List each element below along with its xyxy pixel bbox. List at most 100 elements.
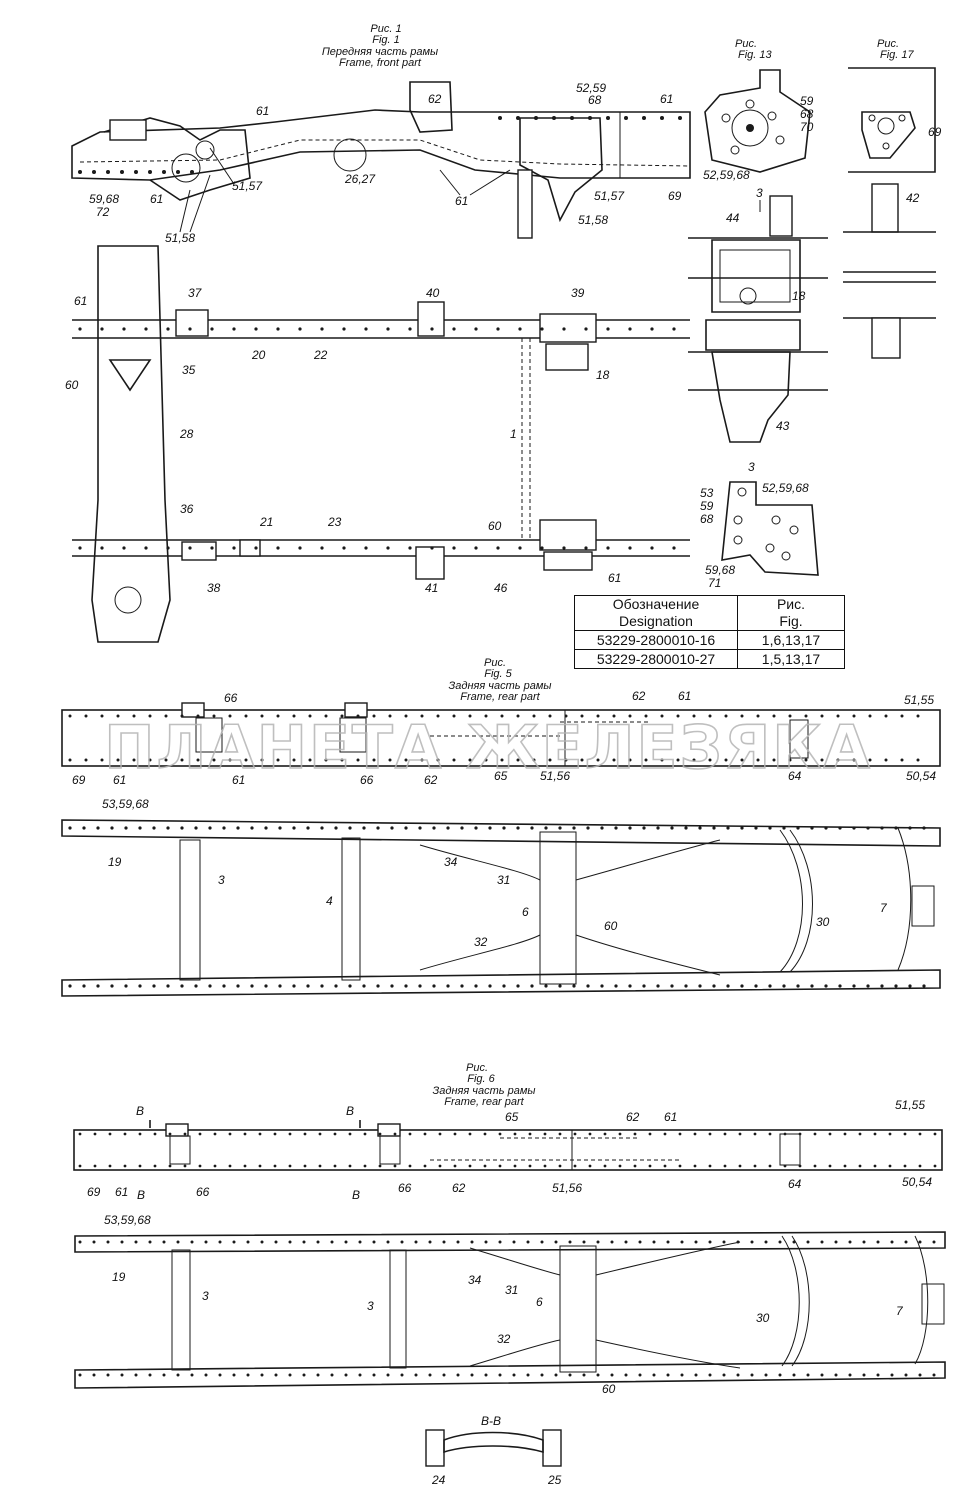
rivet: [78, 546, 82, 550]
rivet: [134, 1240, 138, 1244]
rivet: [208, 826, 212, 830]
rivet: [562, 546, 566, 550]
rivet: [868, 758, 872, 762]
rivet: [258, 1132, 262, 1136]
rivet: [723, 1132, 727, 1136]
rivet: [672, 546, 676, 550]
rivet: [264, 984, 268, 988]
rivet: [638, 1240, 642, 1244]
rivet: [442, 1240, 446, 1244]
rivet: [798, 1164, 802, 1168]
rivet: [810, 826, 814, 830]
rivet: [298, 546, 302, 550]
callout-19: 19: [112, 1270, 126, 1284]
rivet: [164, 714, 168, 718]
rivet: [330, 1240, 334, 1244]
rivet: [246, 1240, 250, 1244]
rivet: [722, 1373, 726, 1377]
rivet: [543, 1132, 547, 1136]
rivet: [423, 1132, 427, 1136]
rivet: [580, 758, 584, 762]
fig1-caption-title-en: Frame, front part: [339, 57, 422, 69]
rivet: [904, 1240, 908, 1244]
rivet: [414, 1240, 418, 1244]
rivet: [148, 1240, 152, 1244]
crossmember-detail-views: 3 44 18 43 42: [688, 183, 936, 443]
fig17-caption-num-ru: Рис.: [877, 38, 899, 50]
rivet: [212, 714, 216, 718]
rivet: [528, 1164, 532, 1168]
rivet: [596, 1240, 600, 1244]
rivet: [162, 1240, 166, 1244]
rivet: [244, 758, 248, 762]
callout-68: 68: [700, 512, 714, 526]
callout-60: 60: [602, 1382, 616, 1396]
rivet: [254, 327, 258, 331]
rivet: [740, 984, 744, 988]
rivet: [372, 1240, 376, 1244]
rivet: [110, 984, 114, 988]
rivet: [164, 758, 168, 762]
fig1-plan-view: 37 40 39 61 60 35 20 22 18 28 1 36 21 23…: [65, 245, 690, 643]
rivet: [276, 714, 280, 718]
rivet: [120, 170, 124, 174]
rivet: [890, 1373, 894, 1377]
rivet: [236, 826, 240, 830]
rivet: [903, 1164, 907, 1168]
rivet: [372, 758, 376, 762]
rivet: [228, 758, 232, 762]
rivet: [848, 1373, 852, 1377]
rivet: [438, 1132, 442, 1136]
callout-51-57: 51,57: [232, 179, 263, 193]
fig5-caption-title-ru: Задняя часть рамы: [449, 680, 552, 692]
rivet: [554, 1373, 558, 1377]
rivet: [180, 714, 184, 718]
rivet: [408, 546, 412, 550]
rivet: [386, 327, 390, 331]
rivet: [736, 1373, 740, 1377]
rivet: [218, 1240, 222, 1244]
rivet: [656, 984, 660, 988]
rivet: [116, 714, 120, 718]
rivet: [628, 327, 632, 331]
rivet: [420, 758, 424, 762]
section-b-b-label: B-B: [481, 1414, 501, 1428]
callout-30: 30: [816, 915, 830, 929]
rivet: [582, 1373, 586, 1377]
rivet: [348, 1132, 352, 1136]
rivet: [596, 758, 600, 762]
fig6-caption-num-en: Fig. 6: [467, 1073, 495, 1085]
callout-46: 46: [494, 581, 508, 595]
rivet: [414, 1373, 418, 1377]
rivet: [148, 1373, 152, 1377]
rivet: [540, 1240, 544, 1244]
rivet: [618, 1132, 622, 1136]
rivet: [726, 826, 730, 830]
rivet: [362, 826, 366, 830]
callout-18: 18: [792, 289, 806, 303]
rivet: [678, 116, 682, 120]
rivet: [782, 984, 786, 988]
rivet: [108, 1164, 112, 1168]
rivet: [614, 826, 618, 830]
rivet: [474, 984, 478, 988]
rivet: [120, 1373, 124, 1377]
rivet: [188, 327, 192, 331]
rivet: [358, 1240, 362, 1244]
rivet: [873, 1132, 877, 1136]
rivet: [342, 327, 346, 331]
rivet: [824, 826, 828, 830]
callout-59-68: 59,68: [705, 563, 735, 577]
rivet: [333, 1132, 337, 1136]
callout-31: 31: [505, 1283, 518, 1297]
rivet: [712, 826, 716, 830]
rivet: [573, 1132, 577, 1136]
rivet: [572, 984, 576, 988]
callout-61: 61: [664, 1110, 677, 1124]
rivet: [423, 1164, 427, 1168]
rivet: [806, 1373, 810, 1377]
callout-61: 61: [256, 104, 269, 118]
rivet: [96, 984, 100, 988]
rivet: [334, 984, 338, 988]
callout-4: 4: [326, 894, 333, 908]
